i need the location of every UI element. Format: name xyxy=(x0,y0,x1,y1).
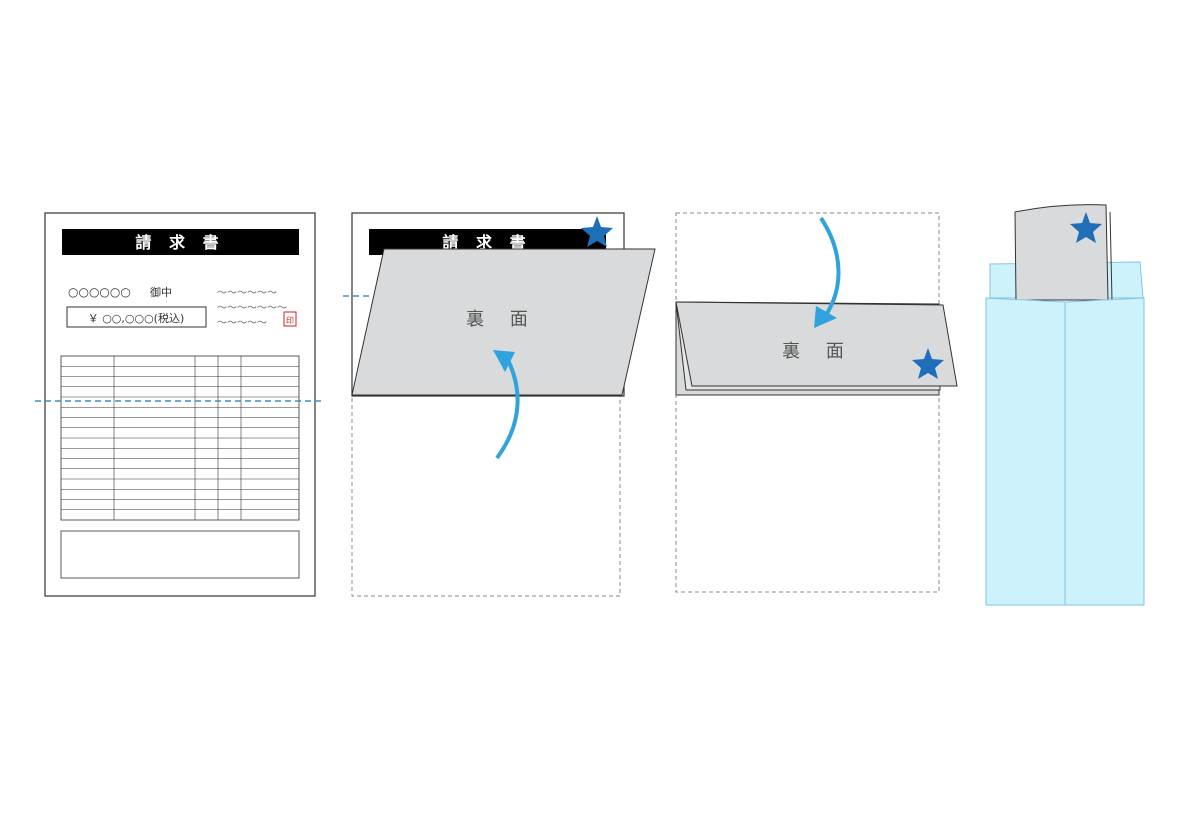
unfolded-outline xyxy=(675,212,940,593)
recipient-name: ○○○○○○ xyxy=(68,285,131,299)
recipient-honorific: 御中 xyxy=(150,285,172,299)
notes-box xyxy=(60,530,300,579)
folded-layer-top xyxy=(675,301,958,387)
step2-first-fold: 請 求 書 裏 面 xyxy=(343,212,656,597)
sender-line-2: 〜〜〜〜〜〜〜 xyxy=(217,303,287,314)
amount-box xyxy=(66,306,207,328)
star-icon xyxy=(1070,212,1102,243)
inserted-paper-edge xyxy=(1109,211,1113,301)
seal-stamp xyxy=(283,311,297,327)
arrow-head-icon xyxy=(493,350,515,372)
sender-line-3: 〜〜〜〜〜 xyxy=(217,318,267,329)
back-side-label: 裏 面 xyxy=(466,309,538,330)
fold-arrow xyxy=(819,216,841,317)
star-icon xyxy=(912,348,944,379)
unfolded-outline xyxy=(351,394,621,597)
fold-arrow xyxy=(495,359,520,460)
amount-text: ￥ ○○,○○○(税込) xyxy=(88,311,185,325)
invoice-title: 請 求 書 xyxy=(135,233,224,252)
arrow-head-icon xyxy=(814,306,837,328)
inserted-paper xyxy=(1014,204,1109,301)
step3-second-fold: 裏 面 xyxy=(675,212,958,593)
back-side-label: 裏 面 xyxy=(782,341,854,362)
invoice-title-bar xyxy=(62,229,299,255)
sender-line-1: 〜〜〜〜〜〜 xyxy=(217,288,277,299)
item-table xyxy=(60,355,300,521)
star-icon xyxy=(581,216,613,247)
title-text: 請 求 書 xyxy=(442,233,531,252)
folded-flap xyxy=(351,248,656,396)
step4-envelope xyxy=(985,204,1145,606)
seal-stamp-text: 印 xyxy=(286,316,294,325)
step1-invoice: 請 求 書 ○○○○○○ 御中 ￥ ○○,○○○(税込) 〜〜〜〜〜〜 〜〜〜〜… xyxy=(35,212,325,597)
